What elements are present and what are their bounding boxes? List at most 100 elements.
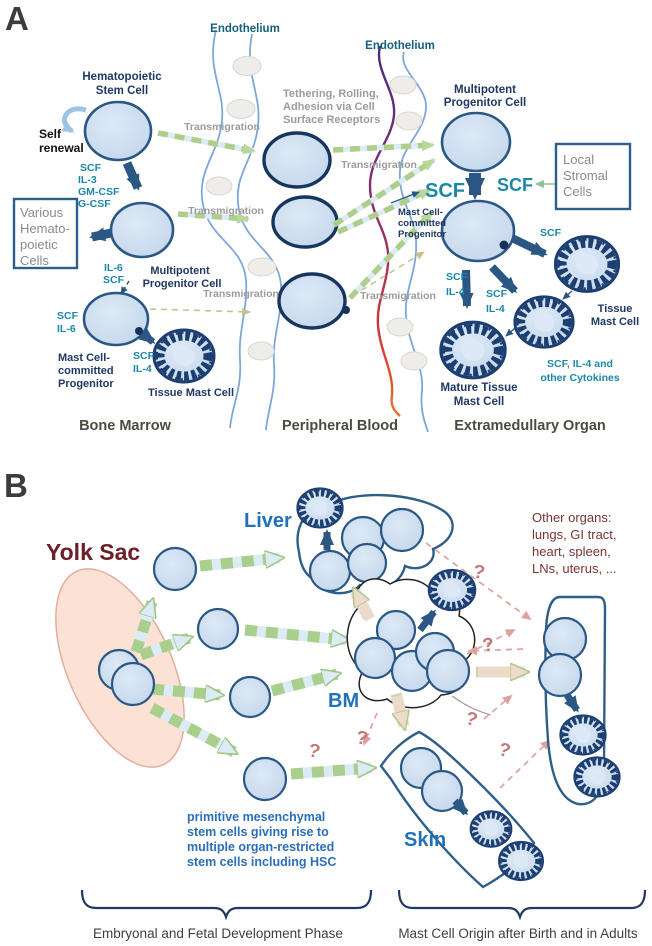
scf-il4-label-left: SCF IL-4 xyxy=(133,350,155,375)
panel-b-label: B xyxy=(4,467,28,504)
bm-label: BM xyxy=(328,690,359,712)
transmigration-label: Transmigration xyxy=(360,290,436,302)
svg-text:SCF: SCF xyxy=(446,271,468,283)
tissue-mast-cell-label-right: Tissue Mast Cell xyxy=(591,303,639,328)
liver-label: Liver xyxy=(244,510,292,532)
svg-text:SCF: SCF xyxy=(486,288,508,300)
tissue-mast-cell-left xyxy=(154,330,214,382)
svg-text:IL-6: IL-6 xyxy=(104,262,123,274)
svg-text:Various: Various xyxy=(20,205,64,220)
granule-dot xyxy=(135,327,143,335)
il6-scf-label: IL-6 SCF xyxy=(103,262,125,286)
liver-mast-cell xyxy=(298,489,343,528)
various-box-label: Various Hemato- poietic Cells xyxy=(20,205,70,268)
mast-committed-label-left: Mast Cell- committed Progenitor xyxy=(58,352,114,390)
skin-mast-cell xyxy=(499,842,543,880)
stem-cell xyxy=(110,661,156,707)
svg-text:Mature Tissue: Mature Tissue xyxy=(440,382,517,394)
stem-cell xyxy=(228,675,272,719)
scf-il4-other-label: SCF, IL-4 and other Cytokines xyxy=(540,358,620,384)
pb-cell-3 xyxy=(277,272,347,330)
endothelial-cell xyxy=(226,99,256,119)
panel-a-label: A xyxy=(5,0,29,37)
svg-text:renewal: renewal xyxy=(39,141,84,155)
svg-text:GM-CSF: GM-CSF xyxy=(78,186,120,198)
endothelium-label-left: Endothelium xyxy=(210,23,280,35)
svg-text:Mast Cell: Mast Cell xyxy=(591,316,639,328)
column-bone-marrow: Bone Marrow xyxy=(79,418,172,434)
self-renewal-label: Self renewal xyxy=(39,127,84,155)
svg-text:SCF, IL-4 and: SCF, IL-4 and xyxy=(547,358,613,370)
panel-a: A Endothelium Endothelium Hematopoietic … xyxy=(5,0,639,434)
organ-mast-cell xyxy=(561,716,606,755)
tethering-label: Tethering, Rolling, Adhesion via Cell Su… xyxy=(283,88,380,126)
yolk-sac-label: Yolk Sac xyxy=(46,539,140,565)
svg-text:IL-4: IL-4 xyxy=(446,286,465,298)
svg-text:?: ? xyxy=(481,634,495,656)
svg-text:LNs, uterus, ...: LNs, uterus, ... xyxy=(532,561,617,576)
migration-arrows xyxy=(130,558,372,780)
stem-cell xyxy=(353,636,397,680)
pointer-arrow xyxy=(390,191,420,204)
svg-text:stem cells giving rise to: stem cells giving rise to xyxy=(187,825,329,839)
stem-cell xyxy=(346,542,388,584)
right-brace xyxy=(397,889,647,921)
tissue-mast-cell-middle xyxy=(515,297,573,347)
hsc-label: Hematopoietic Stem Cell xyxy=(82,71,162,97)
skin-shape xyxy=(379,730,543,889)
multipotent-label-left: Multipotent Progenitor Cell xyxy=(143,265,222,290)
mature-mast-cell-label: Mature Tissue Mast Cell xyxy=(440,382,517,408)
column-extramedullary: Extramedullary Organ xyxy=(454,418,606,434)
granule-dot xyxy=(342,306,350,314)
differentiation-arrows xyxy=(61,106,573,345)
svg-text:Local: Local xyxy=(563,152,594,167)
svg-text:SCF: SCF xyxy=(133,350,155,362)
skin-mast-cell xyxy=(471,811,512,846)
mature-tissue-mast-cell xyxy=(441,322,505,378)
svg-text:Tissue: Tissue xyxy=(598,303,633,315)
svg-text:Hemato-: Hemato- xyxy=(20,221,70,236)
svg-text:Cells: Cells xyxy=(563,184,592,199)
pb-cell-1 xyxy=(262,131,332,189)
bm-mast-cell xyxy=(429,570,475,610)
multipotent-label-right: Multipotent Progenitor Cell xyxy=(444,84,526,109)
endothelial-cell xyxy=(400,351,428,371)
svg-text:Multipotent: Multipotent xyxy=(454,84,516,96)
svg-text:G-CSF: G-CSF xyxy=(78,198,111,210)
other-organs-label: Other organs: lungs, GI tract, heart, sp… xyxy=(532,510,617,576)
svg-text:Mast Cell-: Mast Cell- xyxy=(398,207,443,218)
svg-text:?: ? xyxy=(463,708,480,731)
stem-cell xyxy=(242,756,288,802)
svg-text:Tethering, Rolling,: Tethering, Rolling, xyxy=(283,88,379,100)
scf-small-right: SCF xyxy=(540,227,562,239)
svg-text:lungs, GI tract,: lungs, GI tract, xyxy=(532,527,617,542)
transmigration-label: Transmigration xyxy=(341,159,417,171)
scf-il6-label: SCF IL-6 xyxy=(57,310,79,335)
svg-text:committed: committed xyxy=(398,218,446,229)
svg-text:Multipotent: Multipotent xyxy=(150,265,210,277)
pointer-arrow xyxy=(505,327,516,337)
endothelial-cell xyxy=(232,56,262,76)
mast-committed-progenitor-cell-right xyxy=(440,199,516,263)
svg-text:Cells: Cells xyxy=(20,253,49,268)
stem-cell xyxy=(196,607,240,651)
local-stromal-label: Local Stromal Cells xyxy=(563,152,608,199)
stem-cell xyxy=(379,507,425,553)
svg-text:poietic: poietic xyxy=(20,237,58,252)
bm-shape xyxy=(346,570,492,716)
svg-text:Progenitor Cell: Progenitor Cell xyxy=(444,97,526,109)
endothelial-cell xyxy=(247,341,275,361)
redistribution-arrows xyxy=(350,0,525,726)
endothelial-cell xyxy=(389,75,417,95)
multipotent-progenitor-cell-right xyxy=(440,111,512,173)
hsc-cytokines-label: SCF IL-3 GM-CSF G-CSF xyxy=(78,162,120,210)
svg-text:multiple organ-restricted: multiple organ-restricted xyxy=(187,840,334,854)
svg-text:Hematopoietic: Hematopoietic xyxy=(82,71,162,83)
svg-text:stem cells including HSC: stem cells including HSC xyxy=(187,855,336,869)
svg-text:Progenitor: Progenitor xyxy=(398,229,446,240)
mast-committed-progenitor-cell-left xyxy=(82,291,150,347)
svg-text:Mast Cell: Mast Cell xyxy=(454,396,505,408)
skin-label: Skin xyxy=(404,829,446,851)
